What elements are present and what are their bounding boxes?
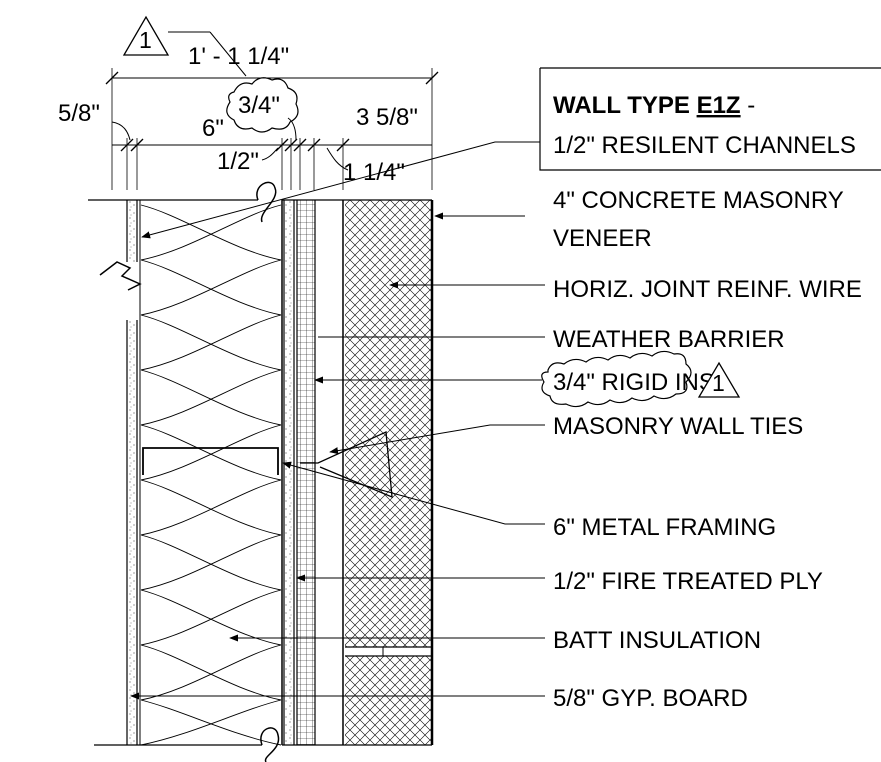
dim-overall: 1' - 1 1/4": [188, 43, 289, 70]
callout-gyp-board: 5/8" GYP. BOARD: [553, 685, 748, 712]
callout-weather-barrier: WEATHER BARRIER: [553, 326, 785, 353]
callout-veneer-line1: 4" CONCRETE MASONRY: [553, 187, 844, 214]
wall-type-suffix: -: [741, 92, 756, 119]
callout-metal-framing: 6" METAL FRAMING: [553, 514, 776, 541]
callout-joint-wire: HORIZ. JOINT REINF. WIRE: [553, 276, 862, 303]
fire-treated-ply-layer: [283, 200, 295, 745]
wall-type-code: E1Z: [697, 92, 741, 119]
revision-cloud-dimension: [226, 77, 299, 133]
masonry-wall-tie: [300, 431, 393, 499]
revision-triangle-top: [122, 15, 247, 77]
dim-ply: 1/2": [217, 148, 259, 175]
dim-veneer: 3 5/8": [356, 104, 418, 131]
callout-fire-ply: 1/2" FIRE TREATED PLY: [553, 568, 823, 595]
batt-insulation-layer: [139, 200, 283, 746]
callout-batt: BATT INSULATION: [553, 627, 761, 654]
callout-veneer-line2: VENEER: [553, 225, 652, 252]
dim-channel-clouded: 3/4": [238, 92, 280, 119]
revision-triangle-side: [697, 361, 741, 398]
callout-rigid-ins: 3/4" RIGID INS.: [553, 369, 722, 396]
dim-gyp: 5/8": [58, 100, 100, 127]
rigid-insulation-layer: [296, 200, 316, 745]
section-break-lines: [88, 181, 432, 762]
callout-wall-ties: MASONRY WALL TIES: [553, 413, 803, 440]
gyp-board-layer: [99, 200, 142, 745]
wall-type-prefix: WALL TYPE: [553, 92, 697, 119]
masonry-veneer-layer: [343, 199, 434, 745]
dim-stud: 6": [202, 115, 224, 142]
revision-number-top: 1: [139, 27, 152, 53]
wall-type-subtitle: 1/2" RESILENT CHANNELS: [553, 132, 856, 159]
dimension-lines: [105, 68, 439, 190]
wall-type-title: WALL TYPE E1Z -: [553, 92, 755, 119]
revision-cloud-rigid-ins: [541, 350, 692, 408]
metal-framing-stud: [142, 447, 279, 475]
wall-type-box: [539, 67, 881, 171]
dim-air-space: 1 1/4": [343, 159, 405, 186]
callout-leaders: [130, 141, 545, 700]
revision-number-side: 1: [712, 370, 725, 396]
